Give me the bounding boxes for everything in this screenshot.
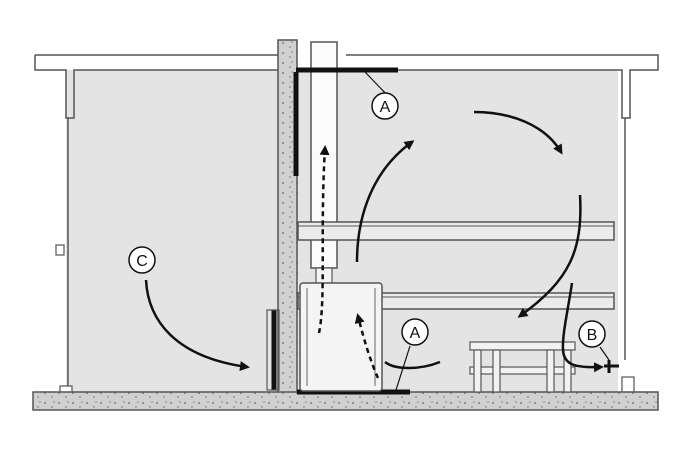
airflow-arrow-chimney — [317, 145, 330, 334]
label-b-text: B — [587, 327, 598, 344]
ceiling-left — [34, 54, 280, 119]
left-room — [66, 70, 278, 392]
label-a-lower-leader — [395, 345, 411, 391]
exhaust-vent — [604, 360, 619, 373]
door-handle — [55, 244, 65, 256]
upper-bench — [297, 221, 615, 241]
wall-vent-frame — [266, 309, 280, 391]
floor — [32, 391, 659, 411]
label-a-lower: A — [401, 318, 429, 346]
label-c-text: C — [136, 253, 148, 270]
airflow-arrow-rise — [355, 140, 415, 263]
label-a-upper: A — [371, 92, 399, 120]
label-c: C — [128, 246, 156, 274]
airflow-arrow-floor — [384, 360, 441, 370]
airflow-arrow-exhaust — [561, 282, 604, 373]
airflow-arrow-ceiling — [473, 110, 563, 155]
ceiling-heat-shield — [293, 67, 398, 176]
label-a-lower-text: A — [410, 325, 421, 342]
label-a-upper-text: A — [380, 99, 391, 116]
footstool — [469, 341, 576, 393]
label-b-leader — [599, 346, 610, 361]
airflow-arrow-supply — [144, 279, 250, 371]
label-b: B — [578, 320, 606, 348]
ceiling-right — [346, 54, 659, 119]
airflow-arrow-heater-intake — [354, 313, 380, 379]
airflow-arrow-down — [517, 194, 582, 318]
heater-stove — [299, 282, 383, 392]
